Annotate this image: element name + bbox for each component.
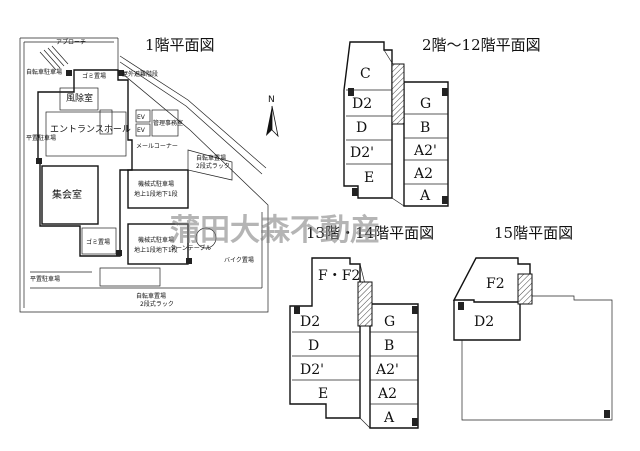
unit-2-12-left-4: D2' xyxy=(350,145,374,161)
floor2-12-units-left xyxy=(346,89,392,165)
label-mailbox: メールコーナー xyxy=(136,143,178,150)
label-turntable: ターンテーブル xyxy=(170,244,211,252)
label-mech-parking-2-sub: 地上1段地下1段 xyxy=(134,246,178,254)
floor2-12-title: 2階〜12階平面図 xyxy=(422,36,541,54)
label-flat-parking-left: 平置駐車場 xyxy=(26,134,56,142)
unit-13-14-left-1: F・F2 xyxy=(318,268,360,284)
label-assembly-room: 集会室 xyxy=(52,188,82,201)
label-ev-1: EV xyxy=(137,114,146,121)
unit-13-14-right-3: A2' xyxy=(375,362,399,378)
unit-2-12-right-4: A2 xyxy=(413,166,433,182)
unit-13-14-right-4: A2 xyxy=(377,386,397,402)
label-flat-parking-bottom: 平置駐車場 xyxy=(30,275,60,283)
floor1-title: 1階平面図 xyxy=(145,36,215,54)
unit-13-14-right-2: B xyxy=(384,338,394,354)
label-mech-parking-1-sub: 地上1段地下1段 xyxy=(134,190,178,198)
unit-2-12-right-3: A2' xyxy=(413,143,437,159)
unit-2-12-left-3: D xyxy=(356,120,367,136)
floor13-14-dividers xyxy=(292,331,418,405)
label-bike-parking-right-sub: 2段式ラック xyxy=(196,162,230,170)
label-trash-top: ゴミ置場 xyxy=(82,72,106,80)
floor15-plan xyxy=(452,257,613,421)
unit-13-14-left-2: D2 xyxy=(300,314,320,330)
label-bike-area: バイク置場 xyxy=(224,256,254,264)
label-bike-parking-right: 自転車置場 xyxy=(196,154,226,162)
label-trash-room: ゴミ置場 xyxy=(86,238,110,246)
unit-2-12-left-2: D2 xyxy=(352,96,372,112)
unit-2-12-left-1: C xyxy=(360,66,371,82)
label-bike-parking-bottom-sub: 2段式ラック xyxy=(140,300,174,308)
label-ev-2: EV xyxy=(137,127,146,134)
unit-2-12-right-5: A xyxy=(419,188,431,204)
floor13-14-title: 13階・14階平面図 xyxy=(306,224,434,242)
label-bike-parking-bottom: 自転車置場 xyxy=(136,292,166,300)
unit-13-14-left-3: D xyxy=(308,338,319,354)
unit-13-14-right-1: G xyxy=(384,314,395,330)
unit-13-14-left-5: E xyxy=(318,386,328,402)
unit-15-2: D2 xyxy=(474,314,494,330)
watermark: 蒲田大森不動産 xyxy=(170,213,380,248)
compass-label: N xyxy=(268,95,275,105)
floor2-12-plan xyxy=(343,41,449,207)
label-outdoor-stairs: 屋外避難階段 xyxy=(122,70,158,78)
label-entrance-hall: エントランスホール xyxy=(50,124,131,135)
unit-15-1: F2 xyxy=(486,276,505,292)
compass: N xyxy=(266,95,279,138)
label-approach: アプローチ xyxy=(56,39,86,46)
floor2-12-units-right xyxy=(404,113,448,185)
floor1-plan xyxy=(19,37,269,313)
unit-13-14-left-4: D2' xyxy=(300,362,324,378)
label-windbreak: 風除室 xyxy=(66,92,93,104)
label-manager: 管理事務室 xyxy=(153,119,183,127)
unit-13-14-right-5: A xyxy=(383,410,395,426)
label-mech-parking-1: 機械式駐車場 xyxy=(138,180,174,188)
unit-2-12-left-5: E xyxy=(364,170,374,186)
unit-2-12-right-2: B xyxy=(420,120,430,136)
floor13-14-plan xyxy=(289,257,419,429)
unit-2-12-right-1: G xyxy=(420,96,431,112)
floor15-title: 15階平面図 xyxy=(494,224,573,242)
label-mech-parking-2: 機械式駐車場 xyxy=(138,236,174,244)
label-bike-parking-top: 自転車駐車場 xyxy=(26,68,62,76)
